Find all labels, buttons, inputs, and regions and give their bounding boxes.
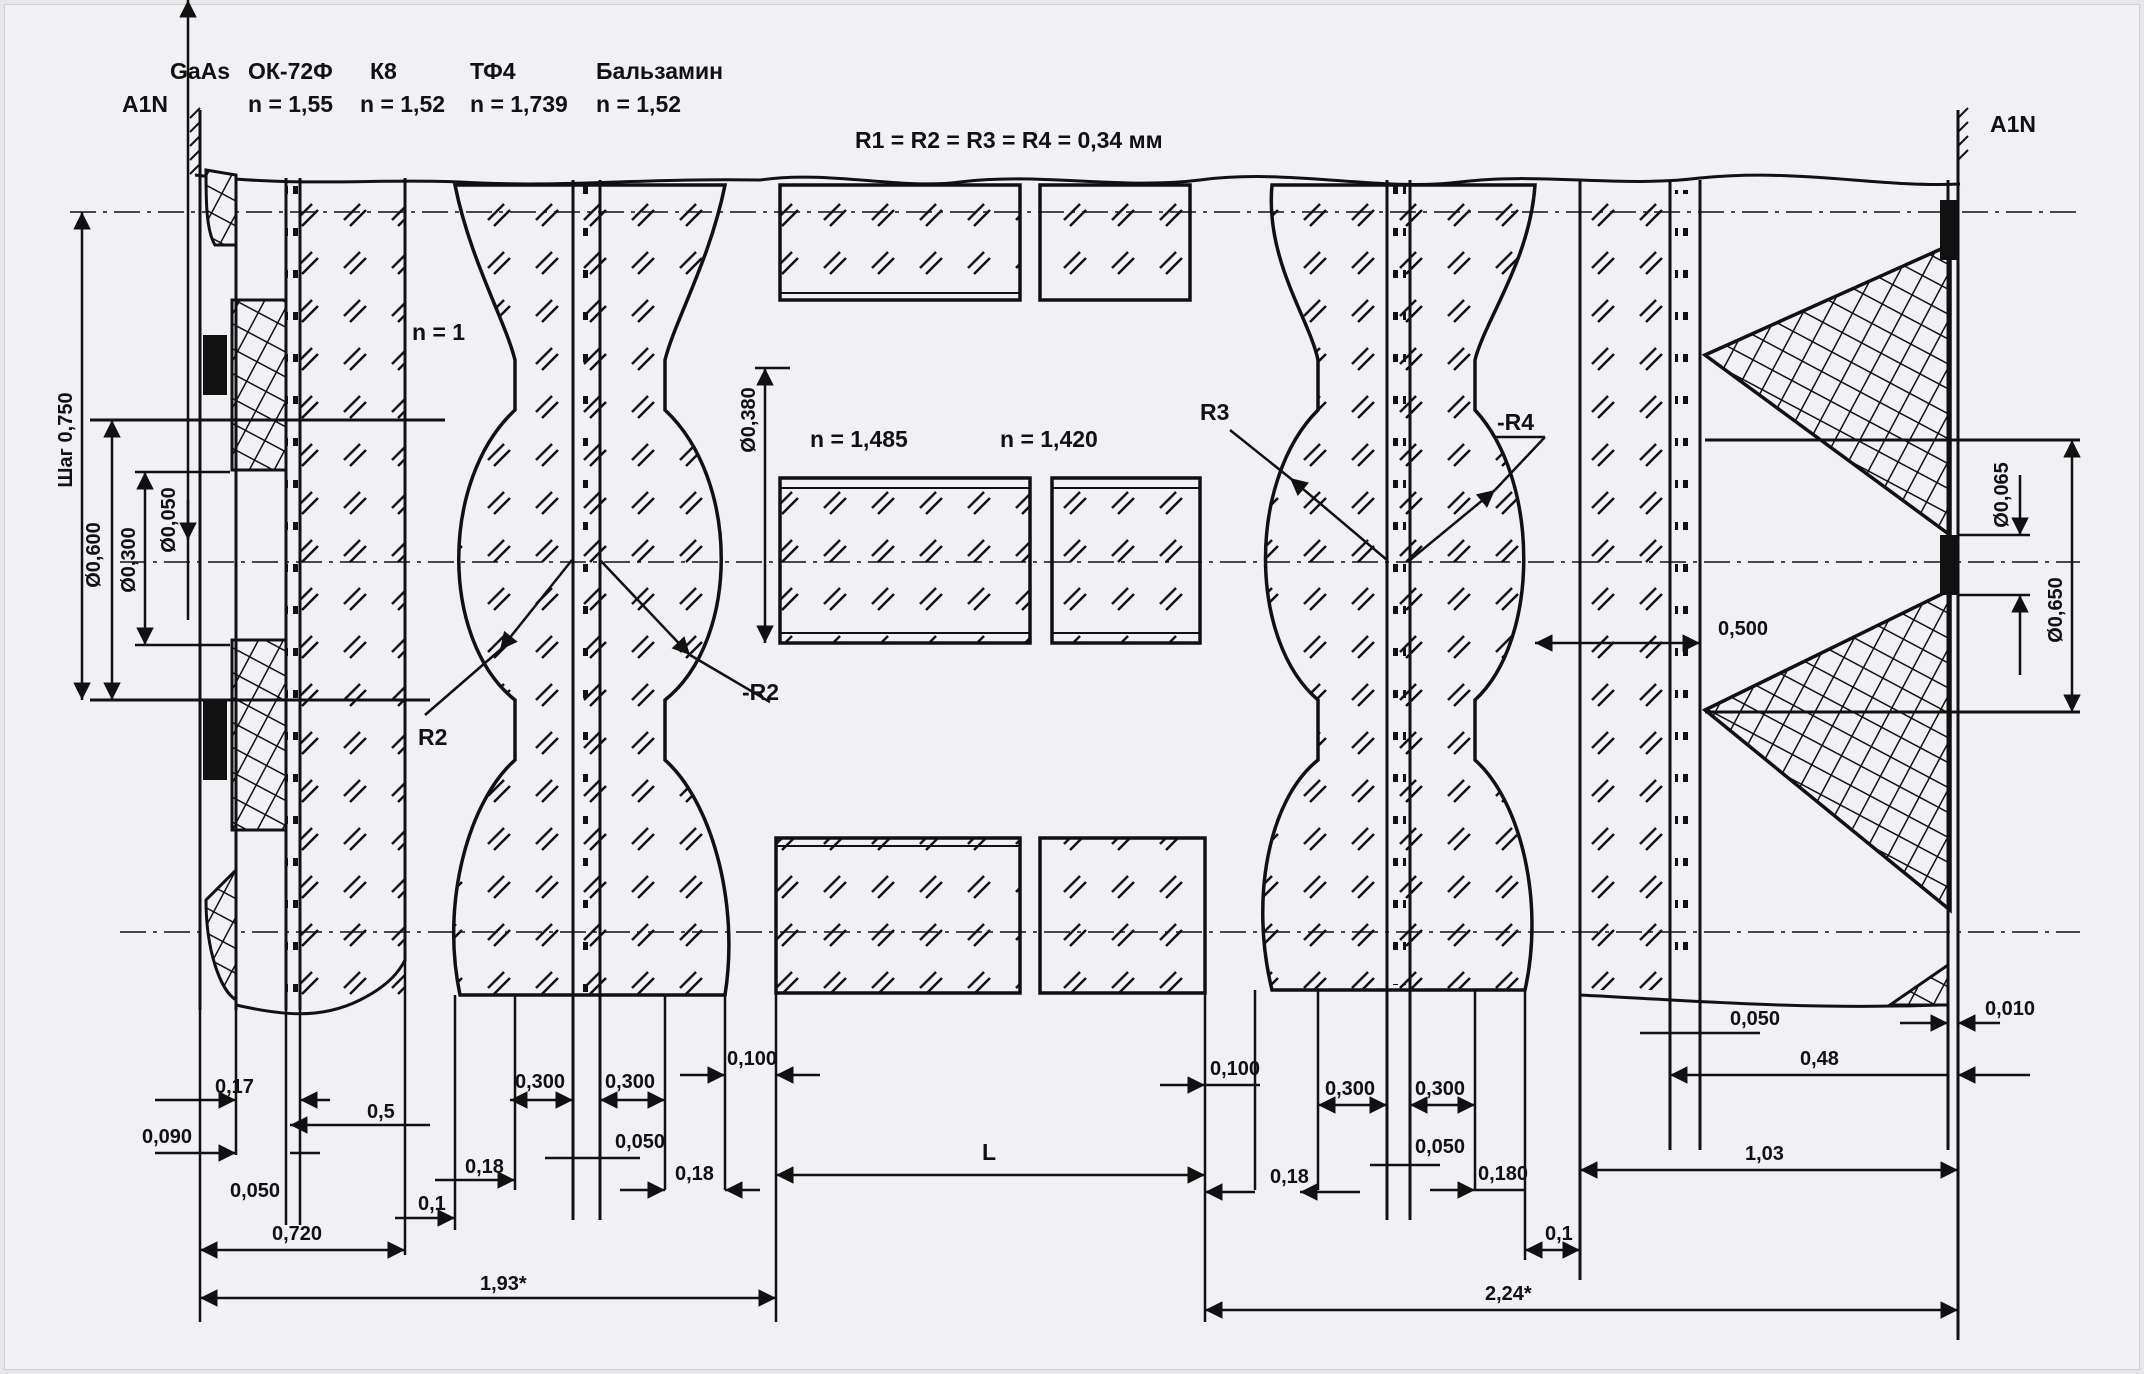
dim-0300b: 0,300	[605, 1071, 655, 1093]
label-r3: R3	[1200, 399, 1229, 425]
dim-103: 1,03	[1745, 1143, 1784, 1165]
label-a1n-left: A1N	[122, 91, 168, 117]
dim-018a: 0,18	[465, 1156, 504, 1178]
right-biconvex-lens	[1261, 180, 1537, 1220]
vertical-dimension-labels: Шаг 0,750 Ø0,600 Ø0,300 Ø0,050 Ø0,380 Ø0…	[55, 387, 2067, 643]
horizontal-dimension-labels: 0,17 0,5 0,090 0,050 0,720 0,1 0,18 0,30…	[142, 618, 2035, 1305]
dim-d0065: Ø0,065	[1991, 462, 2013, 528]
dim-0050d: 0,050	[1730, 1008, 1780, 1030]
label-neg-r4: -R4	[1497, 409, 1534, 435]
dim-d0600: Ø0,600	[83, 522, 105, 588]
dim-d0650: Ø0,650	[2045, 577, 2067, 643]
left-biconvex-lens	[451, 180, 731, 1220]
dim-048: 0,48	[1800, 1048, 1839, 1070]
label-tf4-n: n = 1,739	[470, 91, 568, 117]
dim-pitch: Шаг 0,750	[55, 392, 77, 487]
dim-0050b: 0,050	[615, 1131, 665, 1153]
fiber-bundle	[774, 183, 1207, 995]
label-n-air: n = 1	[412, 319, 465, 345]
dim-0100b: 0,100	[1210, 1058, 1260, 1080]
material-labels: GaAs A1N ОК-72Ф n = 1,55 К8 n = 1,52 ТФ4…	[122, 58, 2036, 750]
dim-0300c: 0,300	[1325, 1078, 1375, 1100]
label-tf4: ТФ4	[470, 58, 516, 84]
dim-01a: 0,1	[418, 1193, 446, 1215]
dim-0010: 0,010	[1985, 998, 2035, 1020]
dim-018c: 0,18	[1270, 1166, 1309, 1188]
dim-0300d: 0,300	[1415, 1078, 1465, 1100]
dim-0300a: 0,300	[515, 1071, 565, 1093]
label-clad-n: n = 1,420	[1000, 426, 1098, 452]
detector-cones	[1701, 200, 1958, 1007]
dim-d0050: Ø0,050	[158, 487, 180, 553]
horizontal-dimensions	[155, 634, 2030, 1322]
left-assembly	[90, 107, 445, 1016]
label-ok72f-n: n = 1,55	[248, 91, 333, 117]
label-k8-n: n = 1,52	[360, 91, 445, 117]
dim-0090: 0,090	[142, 1126, 192, 1148]
label-balsam: Бальзамин	[596, 58, 723, 84]
dim-193: 1,93*	[480, 1273, 527, 1295]
label-r2: R2	[418, 724, 447, 750]
dim-05: 0,5	[367, 1101, 395, 1123]
dim-224: 2,24*	[1485, 1283, 1532, 1305]
label-ok72f: ОК-72Ф	[248, 58, 333, 84]
gaas-emitters	[203, 168, 288, 1003]
dim-d0380: Ø0,380	[738, 387, 760, 453]
label-core-n: n = 1,485	[810, 426, 908, 452]
vertical-dimensions	[73, 0, 2081, 712]
dim-0720: 0,720	[272, 1223, 322, 1245]
dim-0180: 0,180	[1478, 1163, 1528, 1185]
label-a1n-right: A1N	[1990, 111, 2036, 137]
radii-note: R1 = R2 = R3 = R4 = 0,34 мм	[855, 127, 1163, 153]
label-k8: К8	[370, 58, 397, 84]
label-neg-r2: -R2	[742, 679, 779, 705]
dim-017: 0,17	[215, 1076, 254, 1098]
radius-lines	[424, 429, 1546, 716]
dim-0050a: 0,050	[230, 1180, 280, 1202]
top-break-line	[194, 173, 1961, 187]
dim-d0300: Ø0,300	[118, 527, 140, 593]
dim-0050c: 0,050	[1415, 1136, 1465, 1158]
dim-01b: 0,1	[1545, 1223, 1573, 1245]
right-assembly	[1578, 107, 2080, 1340]
dim-0500: 0,500	[1718, 618, 1768, 640]
label-balsam-n: n = 1,52	[596, 91, 681, 117]
dim-0100a: 0,100	[727, 1048, 777, 1070]
dim-018b: 0,18	[675, 1163, 714, 1185]
label-gaas: GaAs	[170, 58, 230, 84]
dim-L: L	[982, 1139, 996, 1165]
